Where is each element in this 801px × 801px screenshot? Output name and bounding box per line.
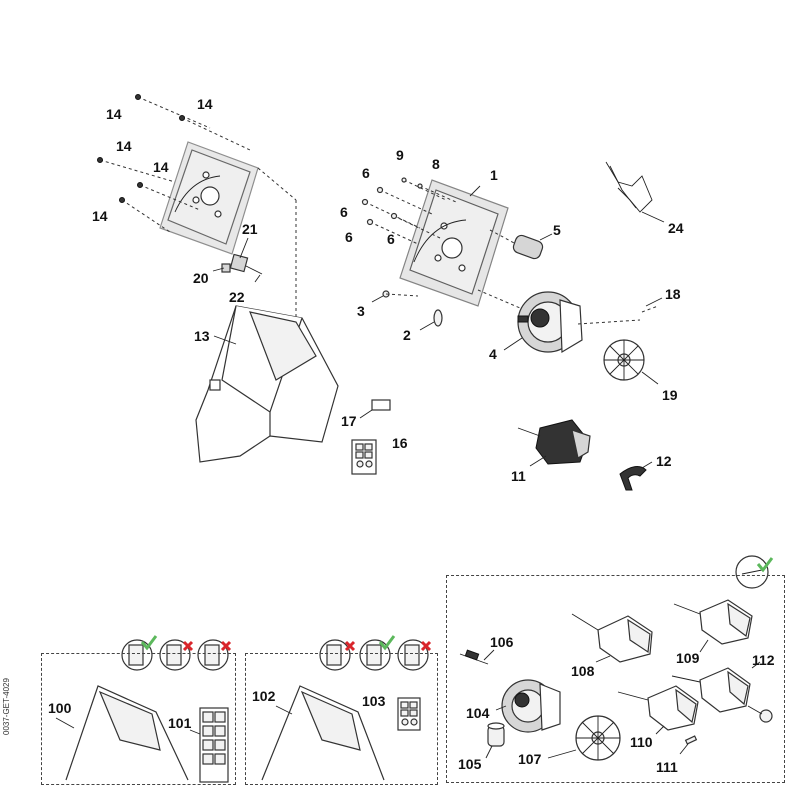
catcher-102	[261, 685, 385, 781]
motor-housing-1	[399, 179, 509, 307]
part-label-106: 106	[490, 634, 514, 650]
part-label-22: 22	[229, 289, 245, 305]
fan-19	[603, 339, 659, 385]
variant-frame-box3	[735, 555, 769, 589]
part-label-105: 105	[458, 756, 482, 772]
part-label-6d: 6	[387, 231, 395, 247]
part-label-6a: 6	[362, 165, 370, 181]
part-label-108: 108	[571, 663, 595, 679]
part-label-101: 101	[168, 715, 192, 731]
capacitor-5	[489, 229, 553, 260]
variant-frames-box2	[319, 639, 429, 671]
cable-108	[571, 613, 653, 663]
part-label-104: 104	[466, 705, 490, 721]
part-label-2: 2	[403, 327, 411, 343]
cross-mark-icon	[182, 640, 194, 652]
clip-111	[679, 735, 698, 755]
part-label-3: 3	[357, 303, 365, 319]
part-label-17: 17	[341, 413, 357, 429]
sticker-103	[397, 697, 421, 731]
part-label-14b: 14	[197, 96, 213, 112]
part-label-109: 109	[676, 650, 700, 666]
kit-box-2	[245, 653, 438, 785]
motor-104	[495, 679, 561, 733]
key-18	[641, 297, 663, 313]
part-label-11: 11	[511, 468, 526, 484]
part-label-112: 112	[752, 652, 775, 668]
part-label-14e: 14	[92, 208, 108, 224]
upper-cover-plate	[159, 141, 259, 255]
part-label-110: 110	[630, 734, 653, 750]
part-label-13: 13	[194, 328, 210, 344]
cross-mark-icon	[420, 640, 432, 652]
part-label-16: 16	[392, 435, 408, 451]
variant-frames-box1	[121, 639, 229, 671]
part-label-14a: 14	[106, 106, 122, 122]
part-label-14d: 14	[153, 159, 169, 175]
part-label-18: 18	[665, 286, 681, 302]
check-mark-icon	[140, 635, 158, 651]
part-label-21: 21	[242, 221, 258, 237]
cross-mark-icon	[220, 640, 232, 652]
part-label-9: 9	[396, 147, 404, 163]
part-label-5: 5	[553, 222, 561, 238]
part-label-1: 1	[490, 167, 498, 183]
motor-4	[477, 289, 641, 354]
check-mark-icon	[378, 635, 396, 651]
bracket-24	[605, 161, 665, 223]
part-label-111: 111	[656, 759, 678, 775]
part-label-103: 103	[362, 693, 386, 709]
label-17	[359, 399, 391, 419]
fan-107	[547, 715, 621, 761]
cable-109	[673, 599, 753, 653]
part-label-100: 100	[48, 700, 72, 716]
part-label-14c: 14	[116, 138, 132, 154]
check-mark-icon	[756, 557, 774, 573]
sticker-16	[351, 439, 377, 475]
kit-box-1	[41, 653, 236, 785]
cable-112	[671, 661, 773, 723]
part-label-20: 20	[193, 270, 209, 286]
cable-110	[617, 685, 699, 735]
part-label-107: 107	[518, 751, 542, 767]
cross-mark-icon	[344, 640, 356, 652]
kit-box-3	[446, 575, 785, 783]
part-label-24: 24	[668, 220, 684, 236]
capacitor-105	[485, 722, 505, 759]
catcher-100	[55, 685, 189, 781]
pin-106	[459, 649, 495, 665]
drawing-code: 0037-GET-4029	[2, 678, 11, 735]
grass-catcher-13	[195, 305, 339, 463]
cable-11	[517, 419, 591, 467]
part-label-6b: 6	[340, 204, 348, 220]
switch-assembly-21	[212, 237, 263, 283]
part-label-4: 4	[489, 346, 497, 362]
clip-12	[619, 461, 653, 491]
screws-6-8-9	[361, 177, 457, 331]
part-label-8: 8	[432, 156, 440, 172]
part-label-102: 102	[252, 688, 276, 704]
part-label-19: 19	[662, 387, 678, 403]
part-label-6c: 6	[345, 229, 353, 245]
screws-14	[97, 94, 297, 318]
sticker-101	[189, 707, 229, 783]
part-label-12: 12	[656, 453, 672, 469]
